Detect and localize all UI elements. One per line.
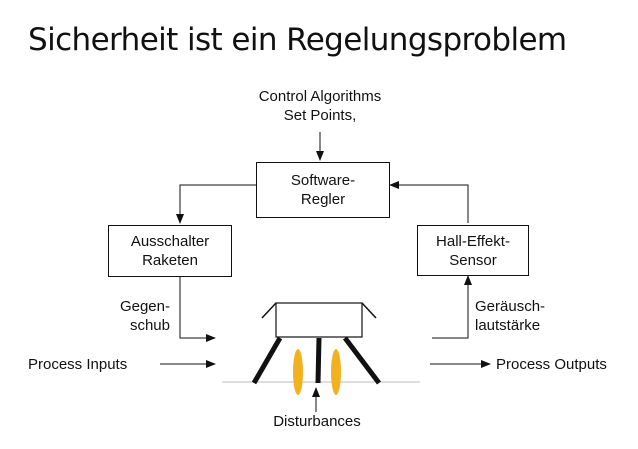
slide-title: Sicherheit ist ein Regelungsproblem (28, 22, 567, 58)
actuator-to-process-arrow (179, 277, 216, 342)
software-controller-box: Software- Regler (256, 162, 390, 218)
nozzle-center (315, 337, 322, 384)
sensor-input-label: Geräusch- lautstärke (475, 298, 546, 334)
wing-left (261, 302, 277, 319)
process-to-sensor-arrow (432, 275, 472, 339)
nozzle-right (343, 336, 381, 385)
process-inputs-label: Process Inputs (28, 356, 128, 373)
actuator-box: Ausschalter Raketen (108, 225, 232, 277)
sensor-box: Hall-Effekt- Sensor (417, 225, 529, 276)
nozzle-left (251, 336, 283, 385)
flame-left (293, 349, 303, 395)
rocket-process-graphic (251, 302, 381, 395)
controller-to-actuator-arrow (176, 184, 256, 224)
wing-right (361, 302, 377, 319)
actuator-output-label: Gegen- schub (119, 298, 170, 334)
flame-right (331, 349, 341, 395)
sensor-to-controller-arrow (389, 181, 469, 223)
control-algorithms-label: Control Algorithms Set Points, (258, 88, 382, 124)
disturbances-label: Disturbances (273, 413, 361, 430)
process-body (275, 302, 363, 338)
process-outputs-label: Process Outputs (496, 356, 607, 373)
